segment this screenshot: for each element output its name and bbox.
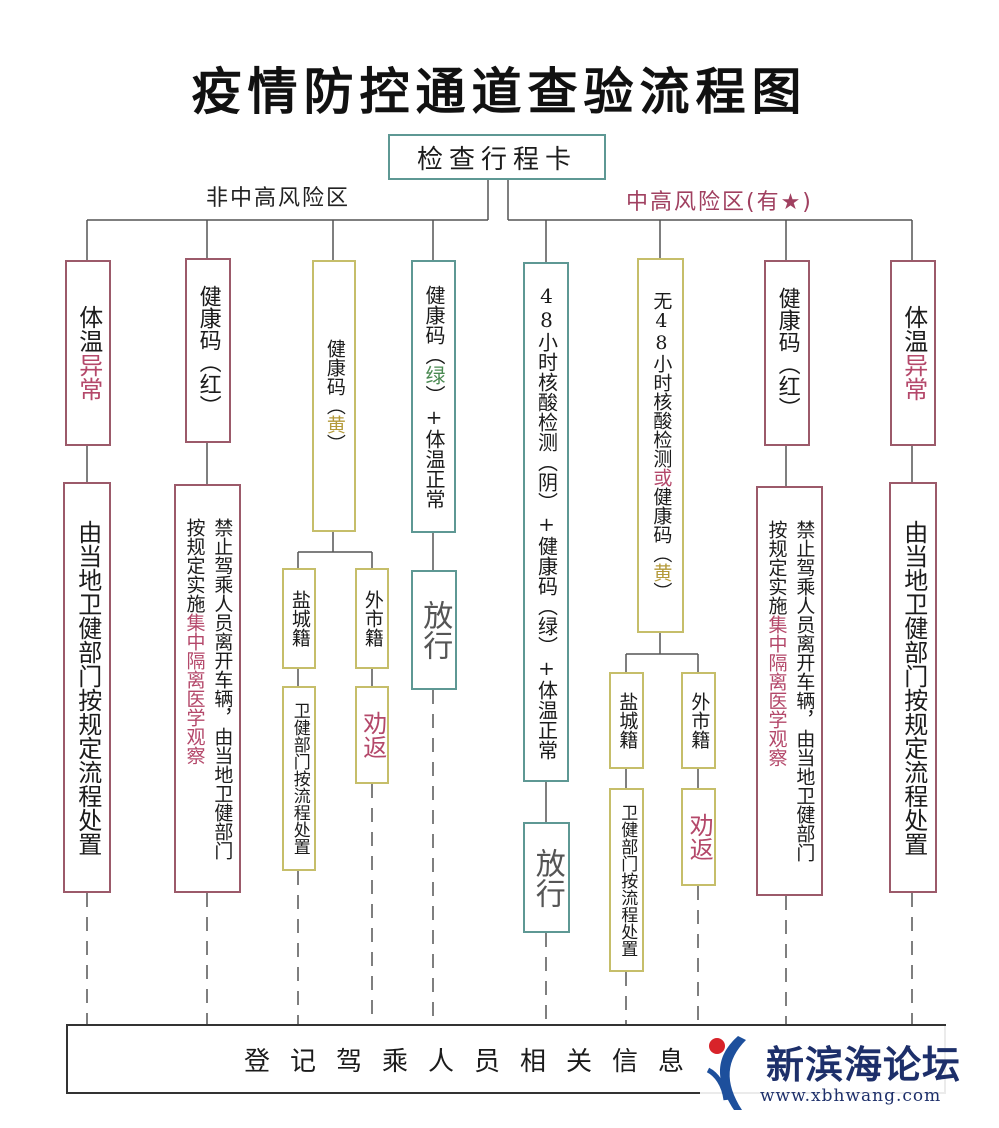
result-quarantine-left: 禁止驾乘人员离开车辆，由当地卫健部门 按规定实施集中隔离医学观察 (174, 484, 241, 893)
result-label-col2: 按规定实施集中隔离医学观察 (183, 517, 206, 860)
result-label-col1: 禁止驾乘人员离开车辆，由当地卫健部门 (793, 520, 816, 862)
node-label: 体温 (899, 305, 928, 353)
result-label-col2a: 按规定实施 (765, 520, 788, 615)
node-label: 健康码 (195, 284, 221, 351)
result-label-col2: 按规定实施集中隔离医学观察 (765, 520, 788, 862)
result-label-col2a: 按规定实施 (183, 517, 206, 613)
node-health-code-red-right: 健康码（红） (764, 260, 810, 446)
node-label-paren: （红） (774, 353, 800, 419)
node-label-accent: 异常 (74, 353, 103, 401)
sub-node-label: 盐城籍 (288, 590, 311, 647)
result-label: 放行 (529, 847, 565, 908)
result-label: 由当地卫健部门按规定流程处置 (899, 519, 928, 856)
result-health-dept-yancheng-right: 卫健部门按流程处置 (609, 788, 644, 972)
node-label-end: ） (323, 434, 346, 453)
node-48h-test-negative-green: 48小时核酸检测（阴）+健康码（绿）+体温正常 (523, 262, 569, 782)
sub-node-yancheng-right: 盐城籍 (609, 672, 644, 769)
watermark: 新滨海论坛 www.xbhwang.com (700, 1026, 990, 1116)
result-local-health-dept-left: 由当地卫健部门按规定流程处置 (63, 482, 111, 893)
root-node-label: 检查行程卡 (416, 144, 577, 175)
result-label: 放行 (417, 600, 453, 660)
result-pass-left: 放行 (411, 570, 457, 690)
result-label: 劝返 (685, 813, 714, 861)
node-abnormal-temp-left: 体温异常 (65, 260, 111, 446)
result-quarantine-right: 禁止驾乘人员离开车辆，由当地卫健部门 按规定实施集中隔离医学观察 (756, 486, 823, 896)
result-pass-right: 放行 (523, 822, 570, 933)
result-label: 劝返 (358, 711, 387, 759)
node-label-accent: 绿 (422, 364, 446, 385)
node-label-paren: （红） (195, 350, 221, 417)
result-label: 卫健部门按流程处置 (617, 803, 638, 957)
result-label-col2b: 集中隔离医学观察 (183, 612, 206, 765)
node-label-accent: 黄 (650, 562, 673, 582)
sub-node-label: 外市籍 (361, 590, 384, 647)
node-label: 健康码 (774, 287, 800, 353)
result-health-dept-yancheng-left: 卫健部门按流程处置 (282, 686, 316, 871)
node-label-or: 或 (650, 467, 673, 487)
result-label-col2b: 集中隔离医学观察 (765, 615, 788, 767)
node-health-code-red-left: 健康码（红） (185, 258, 231, 443)
result-persuade-return-right: 劝返 (681, 788, 716, 886)
watermark-url: www.xbhwang.com (760, 1086, 942, 1106)
sub-node-yancheng-left: 盐城籍 (282, 568, 316, 669)
sub-node-other-city-left: 外市籍 (355, 568, 389, 669)
result-label: 由当地卫健部门按规定流程处置 (73, 519, 102, 856)
sub-node-label: 盐城籍 (616, 692, 639, 749)
node-label-end: ）+体温正常 (422, 384, 446, 509)
branch-label-high-risk: 中高风险区(有★) (626, 190, 813, 215)
footer-label: 登记驾乘人员相关信息 (244, 1046, 705, 1077)
node-label-end: ） (650, 581, 673, 601)
branch-label-low-risk: 非中高风险区 (206, 186, 351, 211)
node-health-code-green-normal-temp: 健康码（绿）+体温正常 (411, 260, 456, 533)
result-local-health-dept-right: 由当地卫健部门按规定流程处置 (889, 482, 937, 893)
node-label: 无48小时核酸检测 (650, 290, 673, 468)
sub-node-label: 外市籍 (688, 692, 711, 749)
node-label: 48小时核酸检测（阴）+健康码（绿）+体温正常 (534, 284, 559, 760)
node-label: 健康码（ (422, 284, 446, 365)
root-node-check-itinerary-card: 检查行程卡 (388, 134, 606, 180)
forum-logo-icon (706, 1036, 746, 1110)
result-label: 卫健部门按流程处置 (289, 702, 310, 855)
node-label: 体温 (74, 305, 103, 353)
node-label: 健康码（ (323, 339, 346, 415)
node-health-code-yellow-left: 健康码（黄） (312, 260, 356, 532)
sub-node-other-city-right: 外市籍 (681, 672, 716, 769)
node-label-accent: 黄 (323, 415, 346, 434)
page-title: 疫情防控通道查验流程图 (191, 63, 808, 121)
result-label-col1: 禁止驾乘人员离开车辆，由当地卫健部门 (211, 517, 234, 860)
node-label-mid: 健康码（ (650, 486, 673, 563)
node-abnormal-temp-right: 体温异常 (890, 260, 936, 446)
node-no-48h-test-or-yellow: 无48小时核酸检测或健康码（黄） (637, 258, 684, 633)
result-persuade-return-left: 劝返 (355, 686, 389, 784)
watermark-forum-name: 新滨海论坛 (766, 1043, 962, 1087)
node-label-accent: 异常 (899, 353, 928, 401)
